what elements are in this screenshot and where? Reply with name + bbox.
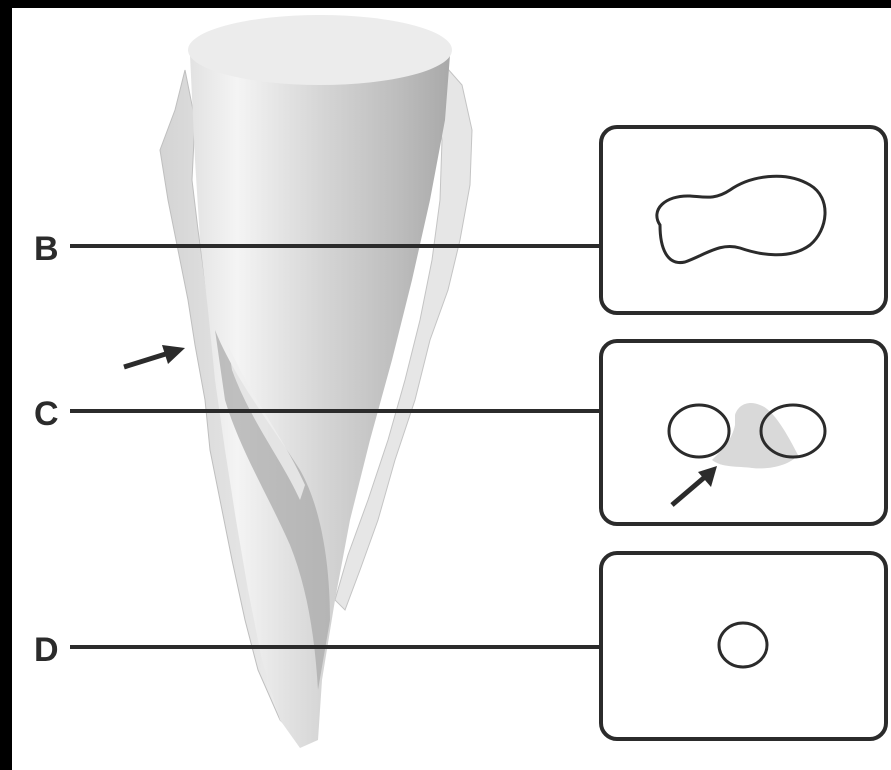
- arrow-left: [124, 345, 185, 367]
- label-c: C: [34, 395, 59, 433]
- tendon-cut-end: [188, 15, 452, 85]
- label-d: D: [34, 631, 59, 669]
- cross-section-box-b: [601, 127, 886, 313]
- label-b: B: [34, 230, 59, 268]
- cross-section-box-d: [601, 553, 886, 739]
